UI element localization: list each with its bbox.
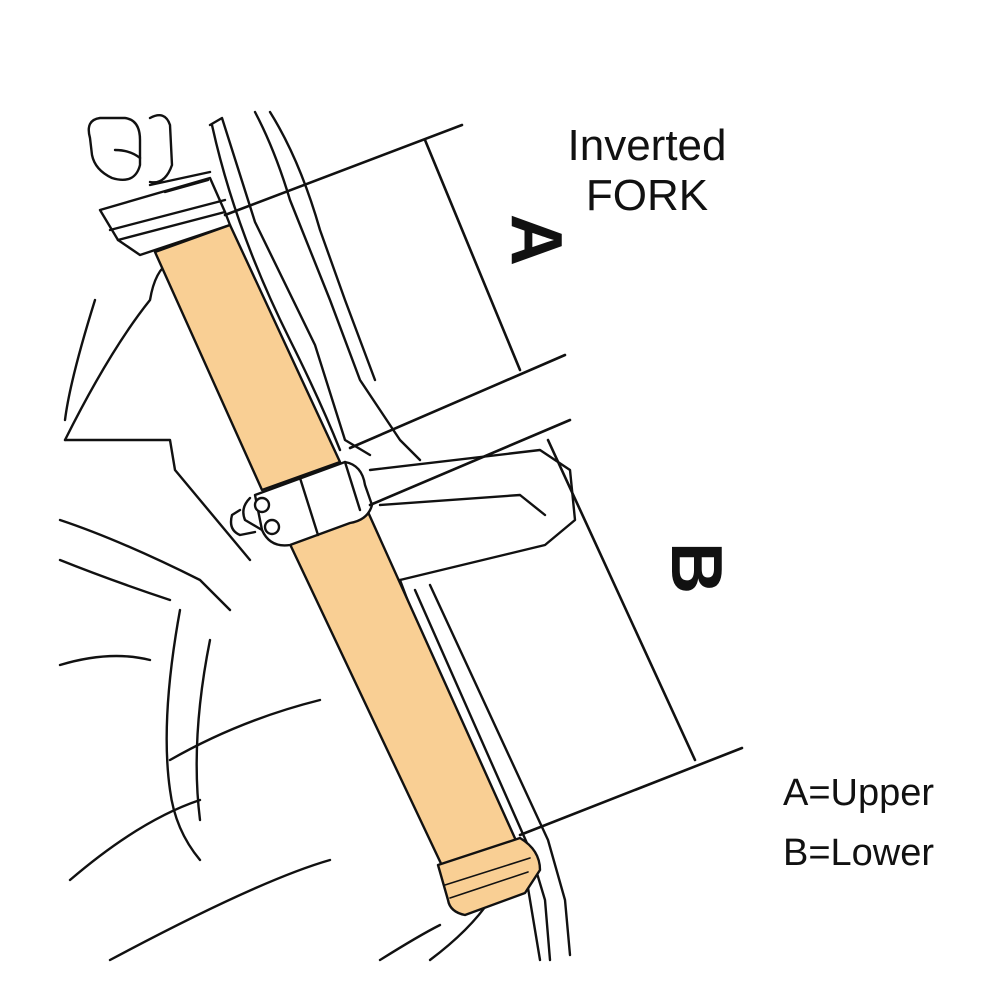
dimension-label-a: A: [496, 214, 576, 266]
headset-assembly: [87, 114, 232, 257]
legend-lower: B=Lower: [783, 832, 934, 874]
diagram-title-line1: Inverted: [568, 121, 727, 170]
frame-outline: [58, 260, 492, 962]
dimension-a-lines: [223, 123, 567, 450]
fork-clamp: [229, 460, 374, 547]
fork-foot: [436, 836, 542, 917]
fork-upper-tube: [153, 223, 342, 492]
legend-upper: A=Upper: [783, 772, 934, 814]
steerer-tube: [208, 110, 422, 462]
dimension-label-b: B: [656, 542, 736, 594]
dimension-b-lines: [368, 418, 744, 837]
diagram-title-line2: FORK: [586, 171, 708, 220]
fork-lower-tube: [286, 510, 520, 874]
